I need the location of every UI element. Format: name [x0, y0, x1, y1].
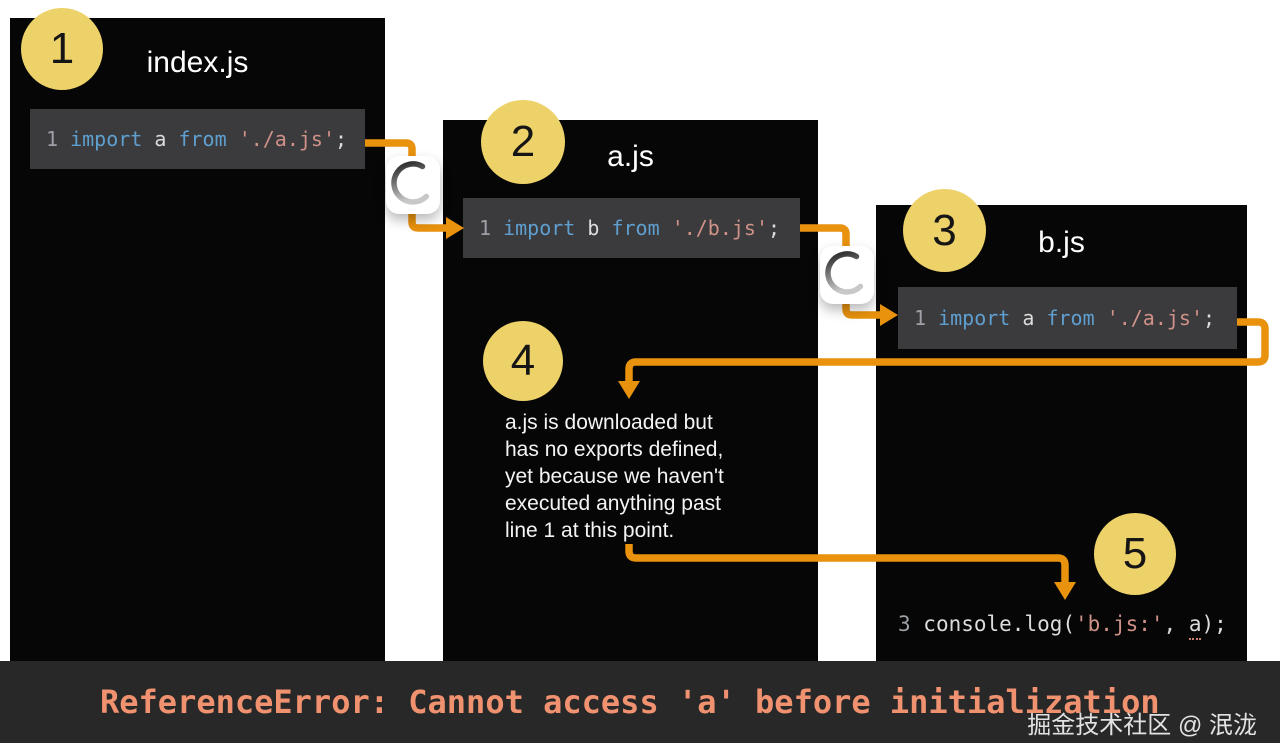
- step-badge-5: 5: [1094, 513, 1176, 595]
- step-badge-3: 3: [903, 189, 986, 272]
- code-line-a-js: 1 import b from './b.js';: [463, 198, 800, 258]
- panel-title-b-js: b.js: [1038, 226, 1085, 259]
- panel-b-js: [876, 205, 1247, 661]
- step-badge-1: 1: [21, 8, 103, 90]
- code-tokens-a: 1 import b from './b.js';: [479, 216, 781, 240]
- panel-title-index-js: index.js: [146, 46, 249, 79]
- loading-spinner-icon: [820, 246, 874, 304]
- spinner-arc-1: [391, 161, 430, 205]
- step-badge-2: 2: [481, 100, 565, 184]
- watermark: 掘金技术社区 @ 泯泷: [1027, 712, 1257, 739]
- step-badge-4: 4: [483, 321, 563, 401]
- code-tokens-index: 1 import a from './a.js';: [46, 127, 348, 151]
- code-line-index-js: 1 import a from './a.js';: [30, 109, 365, 169]
- code-line-b-js-line1: 1 import a from './a.js';: [898, 287, 1237, 349]
- loading-spinner-icon: [386, 156, 440, 214]
- panel-title-a-js: a.js: [607, 140, 654, 173]
- error-bar: ReferenceError: Cannot access 'a' before…: [0, 661, 1280, 743]
- code-tokens-b-line1: 1 import a from './a.js';: [914, 306, 1216, 330]
- error-message: ReferenceError: Cannot access 'a' before…: [100, 683, 1160, 721]
- spinner-arc-2: [825, 251, 864, 295]
- code-line-b-js-line3: 3 console.log('b.js:', a);: [898, 612, 1227, 640]
